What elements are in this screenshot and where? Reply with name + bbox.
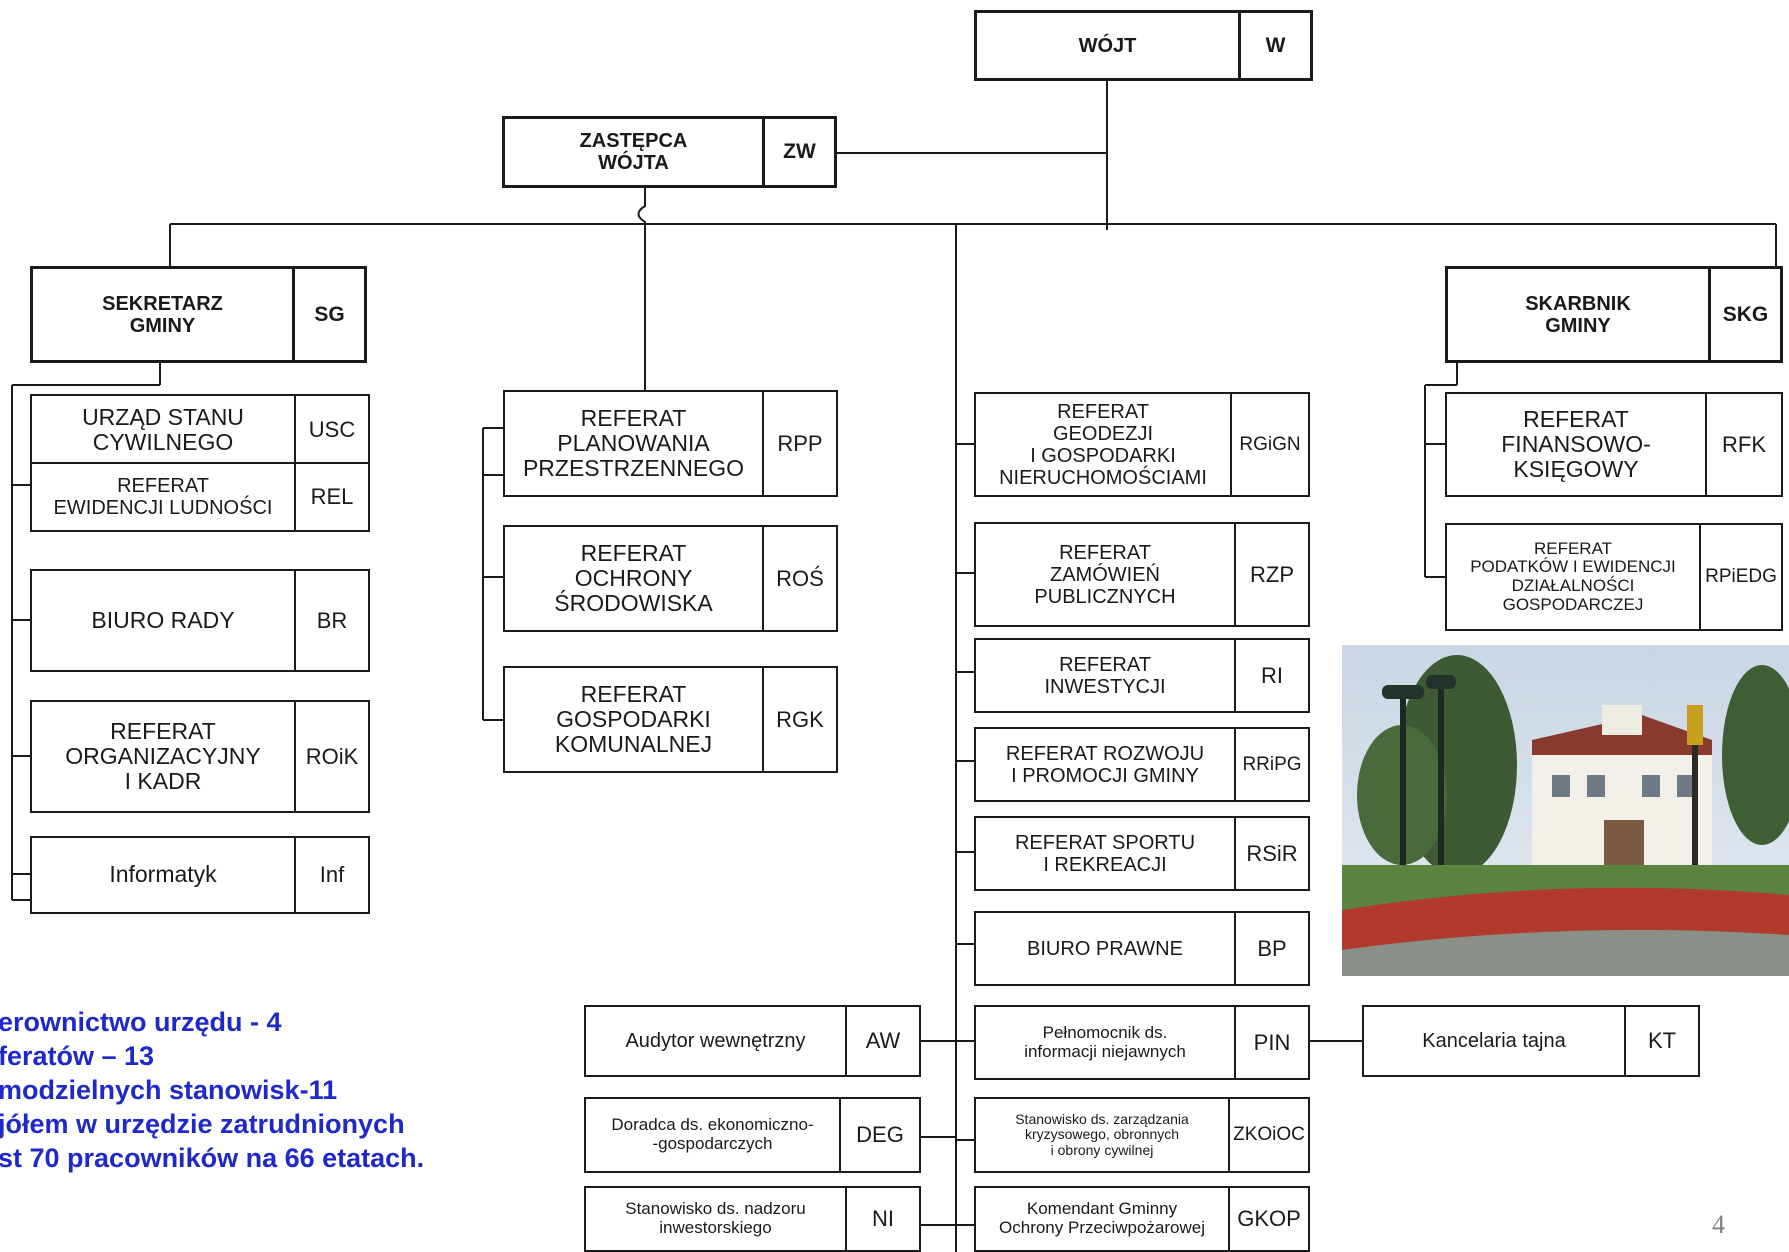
usc-code: USC xyxy=(308,417,356,442)
inf-code: Inf xyxy=(319,862,345,887)
box-usc: URZĄD STANU CYWILNEGO USC xyxy=(30,394,370,464)
zkoioc-name: Stanowisko ds. zarządzania kryzysowego, … xyxy=(1015,1110,1189,1158)
rpiedg-name: REFERAT PODATKÓW I EWIDENCJI DZIAŁALNOŚC… xyxy=(1470,538,1676,614)
box-deg: Doradca ds. ekonomiczno- -gospodarczych … xyxy=(584,1097,921,1173)
pin-name: Pełnomocnik ds. informacji niejawnych xyxy=(1024,1022,1186,1061)
deg-name: Doradca ds. ekonomiczno- -gospodarczych xyxy=(611,1115,814,1153)
box-wojt: WÓJT W xyxy=(974,10,1313,81)
rpiedg-code: RPiEDG xyxy=(1705,566,1777,587)
box-inf: Informatyk Inf xyxy=(30,836,370,914)
rripg-name: REFERAT ROZWOJU I PROMOCJI GMINY xyxy=(1005,742,1205,787)
skarbnik-name: SKARBNIK GMINY xyxy=(1525,292,1631,337)
box-rripg: REFERAT ROZWOJU I PROMOCJI GMINY RRiPG xyxy=(974,727,1310,802)
ros-name: REFERAT OCHRONY ŚRODOWISKA xyxy=(554,539,713,617)
box-sekretarz: SEKRETARZ GMINY SG xyxy=(30,266,367,363)
zkoioc-code: ZKOiOC xyxy=(1233,1124,1305,1145)
rgign-name: REFERAT GEODEZJI I GOSPODARKI NIERUCHOMO… xyxy=(999,400,1207,489)
box-rpp: REFERAT PLANOWANIA PRZESTRZENNEGO RPP xyxy=(503,390,838,497)
ni-name: Stanowisko ds. nadzoru inwestorskiego xyxy=(625,1199,806,1237)
gkop-code: GKOP xyxy=(1237,1206,1301,1231)
rfk-name: REFERAT FINANSOWO- KSIĘGOWY xyxy=(1501,405,1651,483)
rripg-code: RRiPG xyxy=(1242,753,1302,775)
box-kt: Kancelaria tajna KT xyxy=(1362,1005,1700,1077)
box-skarbnik: SKARBNIK GMINY SKG xyxy=(1445,266,1783,363)
stats-line-total-employed: jółem w urzędzie zatrudnionych xyxy=(0,1109,405,1139)
wojt-name: WÓJT xyxy=(1078,34,1137,57)
deg-code: DEG xyxy=(856,1122,904,1147)
ri-code: RI xyxy=(1261,662,1283,688)
rzp-code: RZP xyxy=(1250,561,1294,587)
roik-code: ROiK xyxy=(305,743,359,769)
box-br: BIURO RADY BR xyxy=(30,569,370,672)
ni-code: NI xyxy=(872,1206,894,1231)
br-name: BIURO RADY xyxy=(91,606,235,633)
kt-name: Kancelaria tajna xyxy=(1422,1030,1566,1052)
rgk-name: REFERAT GOSPODARKI KOMUNALNEJ xyxy=(554,680,713,758)
sekretarz-name: SEKRETARZ GMINY xyxy=(102,292,223,337)
box-rel: REFERAT EWIDENCJI LUDNOŚCI REL xyxy=(30,462,370,532)
ros-code: ROŚ xyxy=(776,565,824,591)
box-roik: REFERAT ORGANIZACYJNY I KADR ROiK xyxy=(30,700,370,813)
stats-line-management: erownictwo urzędu - 4 xyxy=(0,1007,282,1037)
building-photo-image xyxy=(1342,645,1789,976)
bp-code: BP xyxy=(1257,935,1287,961)
rpp-code: RPP xyxy=(777,430,823,456)
employment-stats: erownictwo urzędu - 4 feratów – 13 modzi… xyxy=(0,1005,424,1175)
box-ni: Stanowisko ds. nadzoru inwestorskiego NI xyxy=(584,1186,921,1252)
rgk-code: RGK xyxy=(776,706,824,732)
rpp-name: REFERAT PLANOWANIA PRZESTRZENNEGO xyxy=(522,404,745,482)
stats-line-employees-positions: st 70 pracowników na 66 etatach. xyxy=(0,1143,425,1173)
rfk-code: RFK xyxy=(1722,431,1766,457)
zastepca-name: ZASTĘPCA WÓJTA xyxy=(579,130,688,174)
br-code: BR xyxy=(316,607,348,633)
box-aw: Audytor wewnętrzny AW xyxy=(584,1005,921,1077)
page-number: 4 xyxy=(1712,1210,1725,1239)
bp-name: BIURO PRAWNE xyxy=(1027,937,1183,960)
inf-name: Informatyk xyxy=(109,861,217,888)
box-bp: BIURO PRAWNE BP xyxy=(974,911,1310,986)
skarbnik-code: SKG xyxy=(1722,302,1769,326)
box-ri: REFERAT INWESTYCJI RI xyxy=(974,638,1310,713)
box-zkoioc: Stanowisko ds. zarządzania kryzysowego, … xyxy=(974,1097,1310,1173)
box-rfk: REFERAT FINANSOWO- KSIĘGOWY RFK xyxy=(1445,392,1783,497)
ri-name: REFERAT INWESTYCJI xyxy=(1044,653,1166,698)
box-rgk: REFERAT GOSPODARKI KOMUNALNEJ RGK xyxy=(503,666,838,773)
box-gkop: Komendant Gminny Ochrony Przeciwpożarowe… xyxy=(974,1186,1310,1252)
rel-name: REFERAT EWIDENCJI LUDNOŚCI xyxy=(53,475,273,519)
kt-code: KT xyxy=(1647,1028,1677,1053)
box-pin: Pełnomocnik ds. informacji niejawnych PI… xyxy=(974,1005,1310,1080)
aw-code: AW xyxy=(865,1028,901,1053)
rzp-name: REFERAT ZAMÓWIEŃ PUBLICZNYCH xyxy=(1034,541,1176,608)
pin-code: PIN xyxy=(1253,1029,1291,1055)
box-rsir: REFERAT SPORTU I REKREACJI RSiR xyxy=(974,816,1310,891)
roik-name: REFERAT ORGANIZACYJNY I KADR xyxy=(65,717,261,795)
building-photo xyxy=(1342,645,1789,976)
box-zastepca: ZASTĘPCA WÓJTA ZW xyxy=(502,116,837,188)
box-rgign: REFERAT GEODEZJI I GOSPODARKI NIERUCHOMO… xyxy=(974,392,1310,497)
zastepca-code: ZW xyxy=(783,140,816,163)
aw-name: Audytor wewnętrzny xyxy=(625,1030,806,1052)
box-ros: REFERAT OCHRONY ŚRODOWISKA ROŚ xyxy=(503,525,838,632)
rel-code: REL xyxy=(310,484,354,509)
gkop-name: Komendant Gminny Ochrony Przeciwpożarowe… xyxy=(999,1199,1205,1237)
rsir-name: REFERAT SPORTU I REKREACJI xyxy=(1014,831,1196,876)
box-rpiedg: REFERAT PODATKÓW I EWIDENCJI DZIAŁALNOŚC… xyxy=(1445,523,1783,631)
rgign-code: RGiGN xyxy=(1239,433,1301,455)
usc-name: URZĄD STANU CYWILNEGO xyxy=(82,403,244,455)
wojt-code: W xyxy=(1265,33,1286,57)
stats-line-independent-posts: modzielnych stanowisk-11 xyxy=(0,1075,338,1105)
rsir-code: RSiR xyxy=(1246,840,1298,866)
sekretarz-code: SG xyxy=(314,302,345,326)
box-rzp: REFERAT ZAMÓWIEŃ PUBLICZNYCH RZP xyxy=(974,522,1310,627)
stats-line-departments: feratów – 13 xyxy=(0,1041,155,1071)
